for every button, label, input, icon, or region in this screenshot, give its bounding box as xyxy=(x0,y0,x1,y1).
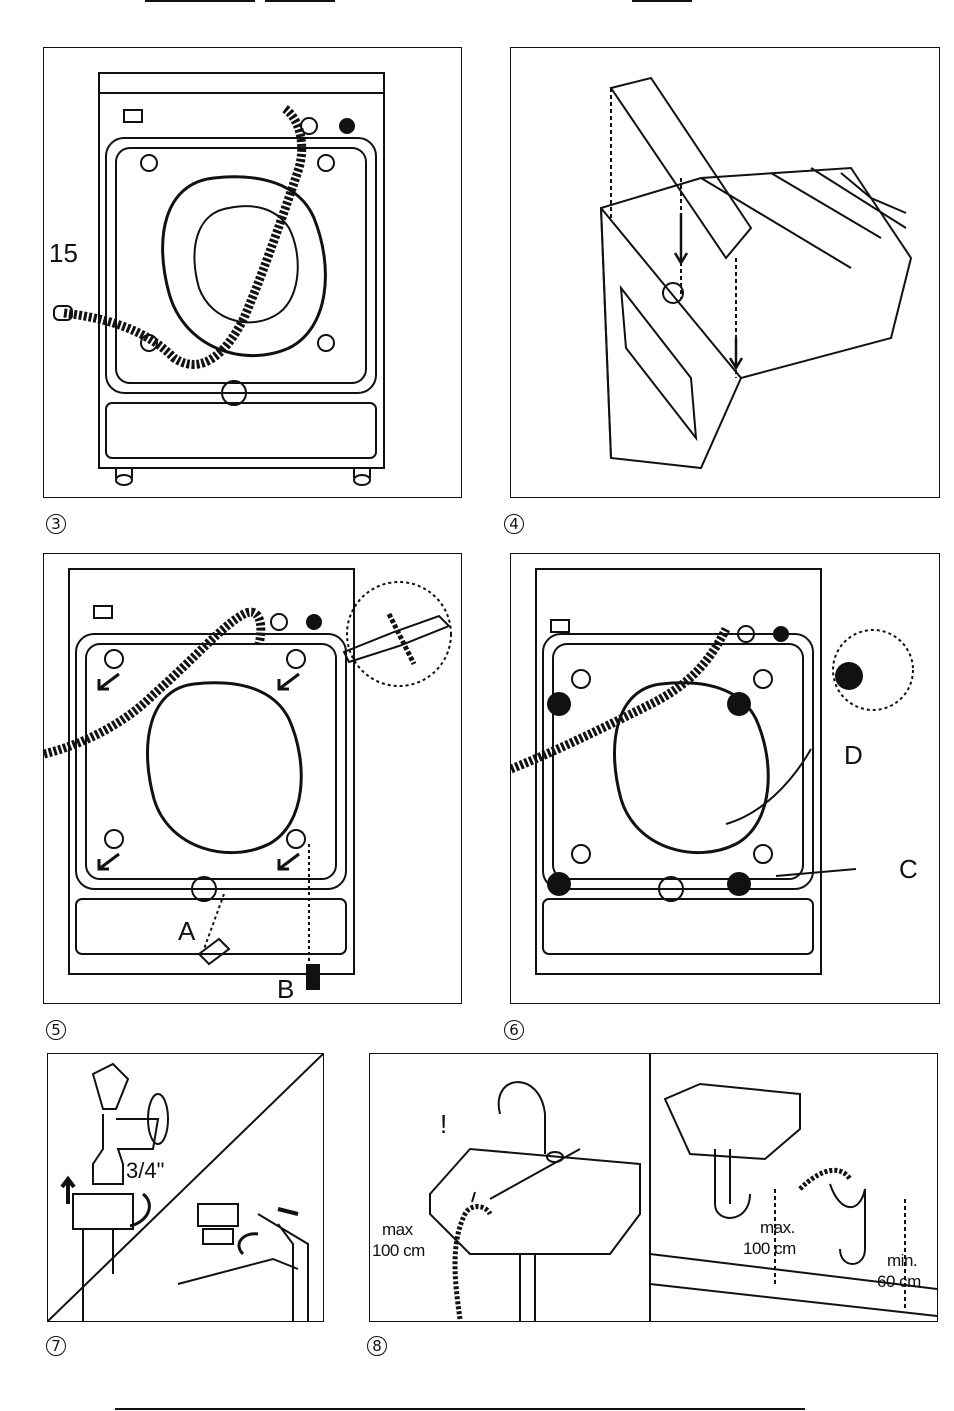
detergent-dispenser-drawer-icon xyxy=(599,76,913,470)
washing-machine-rear-icon xyxy=(44,568,452,990)
right-max-label: max. xyxy=(760,1218,795,1237)
top-rule-right xyxy=(632,0,692,2)
washbasin-icon xyxy=(429,1054,937,1321)
figure-number-8: 8 xyxy=(367,1336,387,1356)
plug-label: C xyxy=(899,854,918,884)
figure-5-panel: A B xyxy=(43,553,462,1004)
left-max-value: 100 cm xyxy=(372,1241,425,1260)
figure-4-panel xyxy=(510,47,940,498)
figure-number-6: 6 xyxy=(504,1020,524,1040)
figure-3-panel: 15 xyxy=(43,47,462,498)
hole-label: D xyxy=(844,740,863,770)
bottom-rule xyxy=(115,1408,805,1410)
figure-number-7: 7 xyxy=(46,1336,66,1356)
figure-number-4: 4 xyxy=(504,514,524,534)
top-rule-mid xyxy=(265,0,335,2)
right-max-value: 100 cm xyxy=(743,1239,796,1258)
spacer-label: B xyxy=(277,974,295,1004)
washing-machine-rear-icon xyxy=(53,72,385,486)
hose-label: 15 xyxy=(49,238,78,268)
washing-machine-rear-icon xyxy=(511,568,914,975)
warning-mark: ! xyxy=(440,1109,448,1139)
figure-6-panel: D C xyxy=(510,553,940,1004)
figure-number-3: 3 xyxy=(46,514,66,534)
figure-7-panel: 3/4" xyxy=(47,1053,324,1322)
right-min-value: 60 cm xyxy=(877,1272,921,1291)
figure-number-5: 5 xyxy=(46,1020,66,1040)
figure-8-panel: ! max 100 cm max. 100 cm min. 60 cm xyxy=(369,1053,938,1322)
right-min-label: min. xyxy=(887,1251,918,1270)
thread-label: 3/4" xyxy=(126,1158,165,1183)
water-tap-icon xyxy=(48,1054,323,1321)
left-max-label: max xyxy=(382,1220,413,1239)
bolt-label: A xyxy=(178,916,196,946)
top-rule-left xyxy=(145,0,255,2)
